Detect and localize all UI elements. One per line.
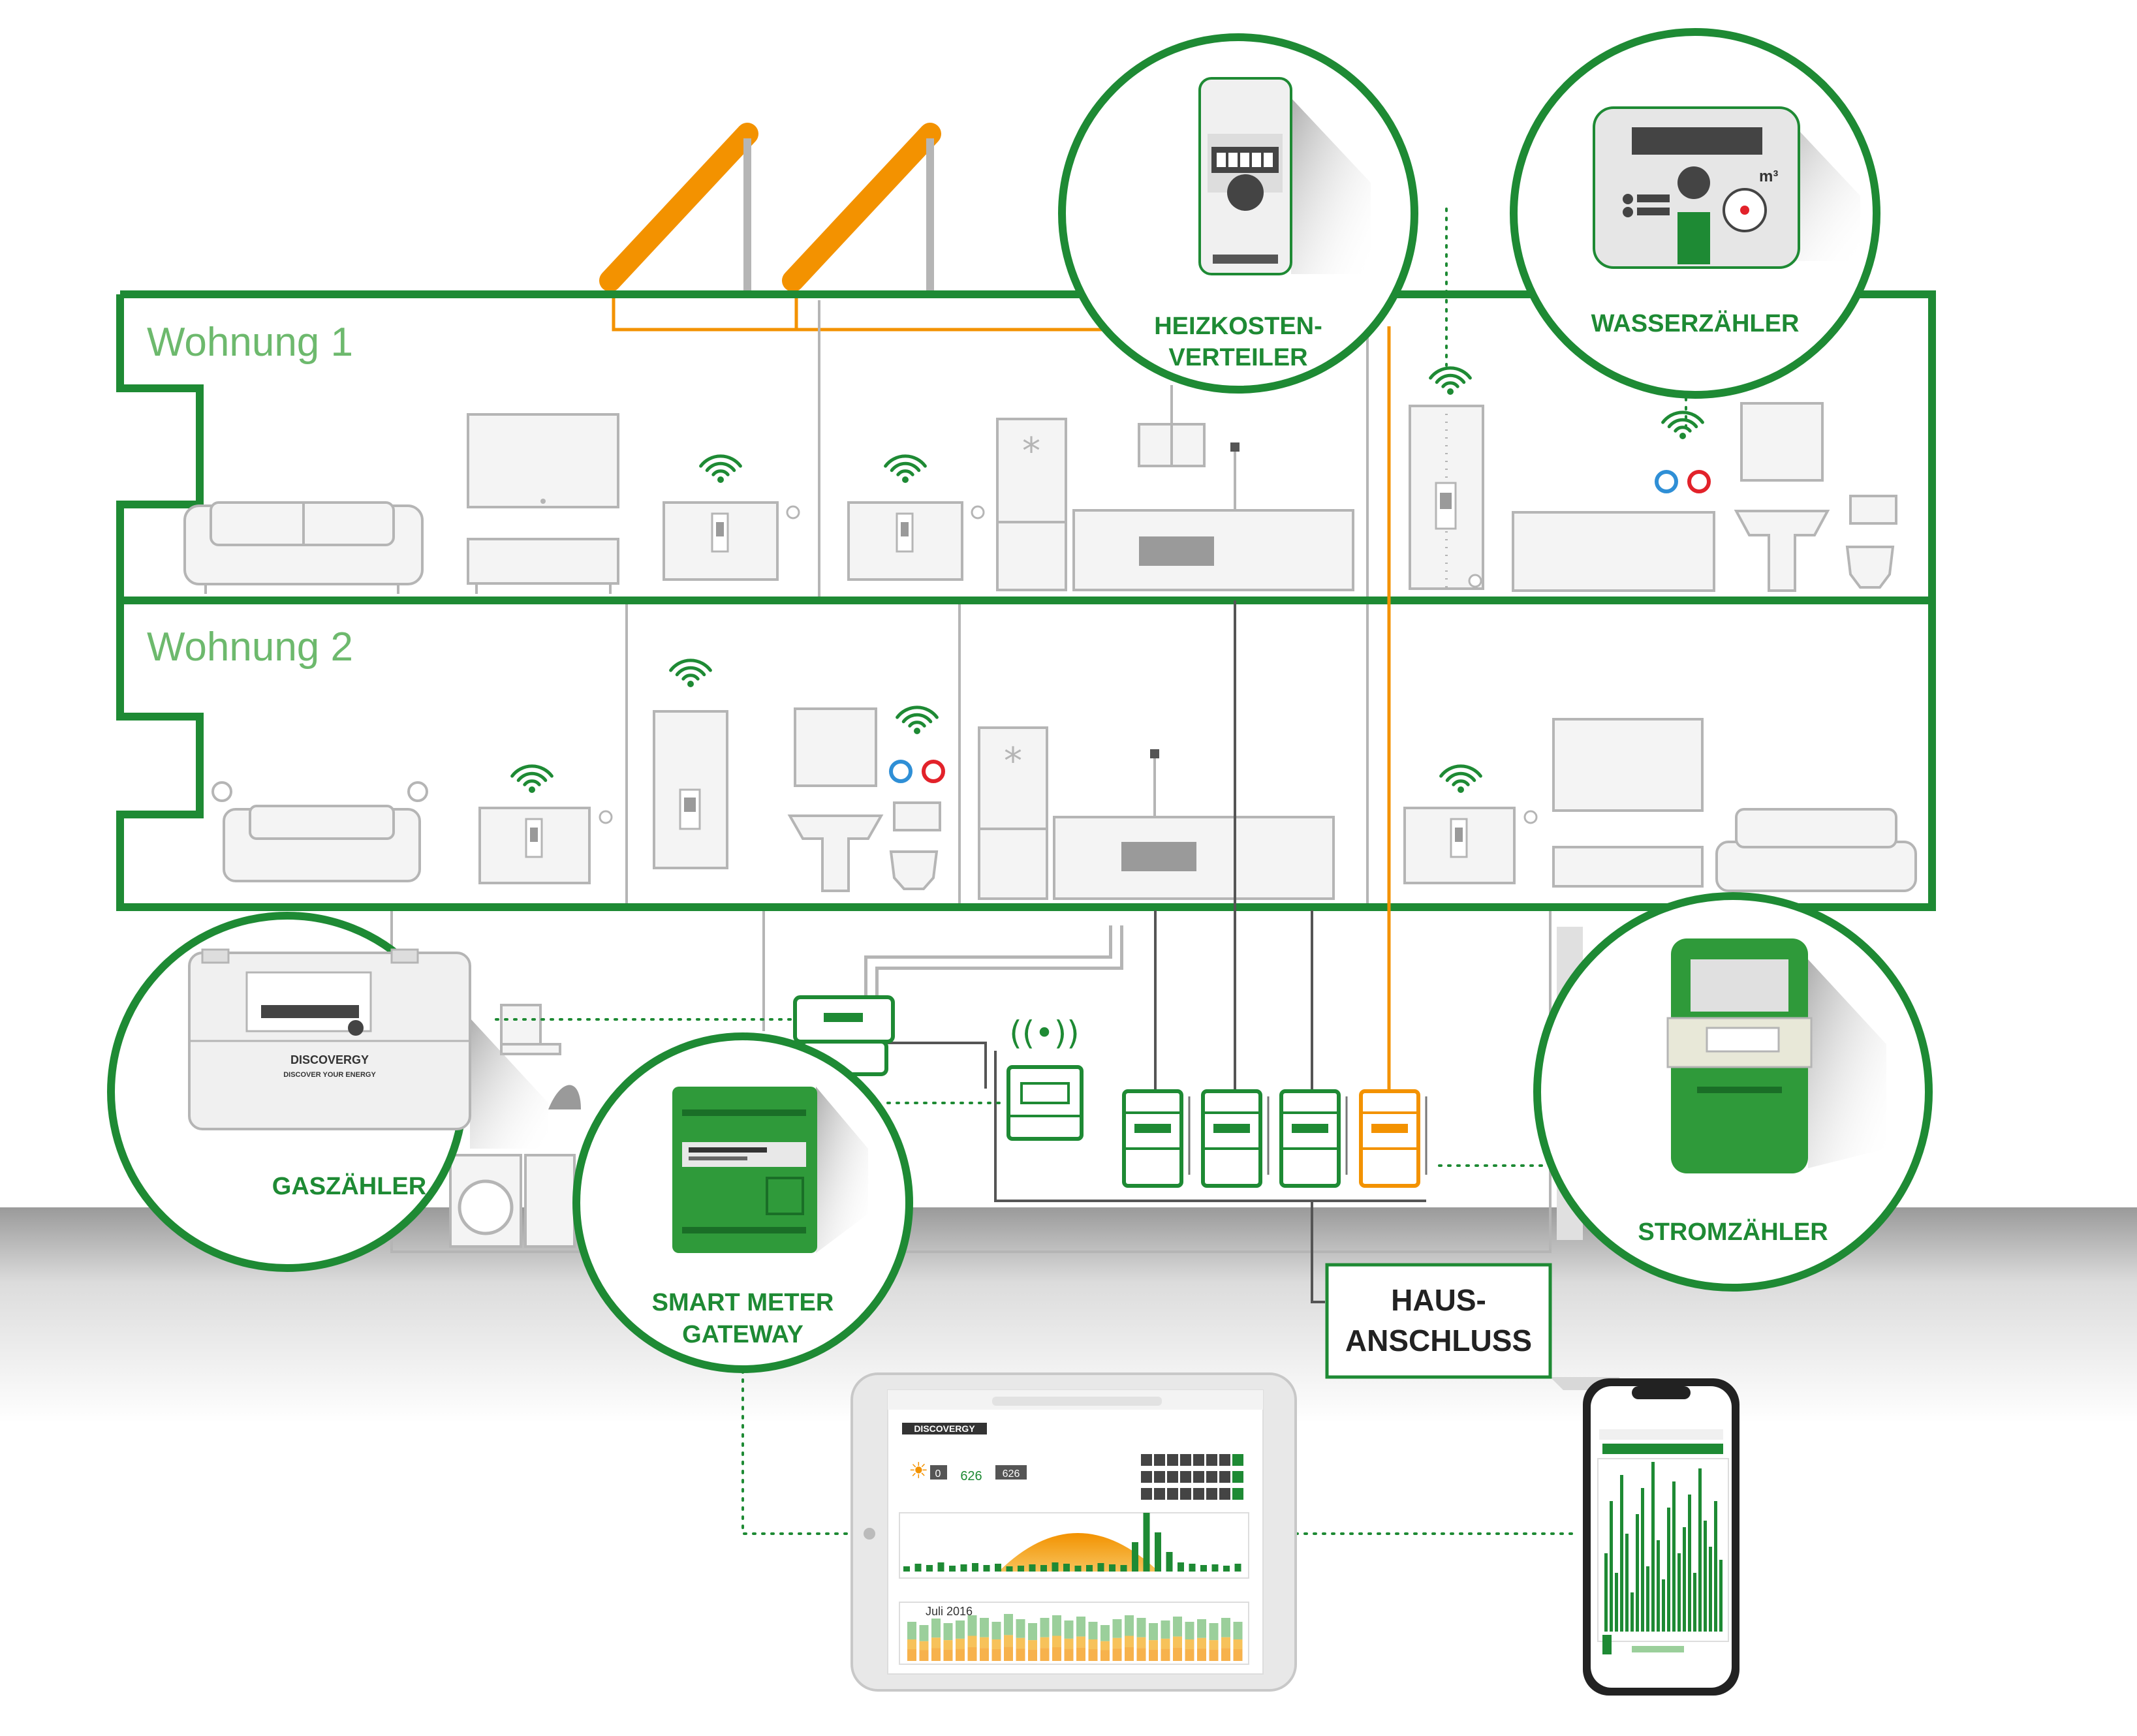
water-sensors [889, 470, 1711, 783]
wifi-icon [884, 454, 927, 483]
lower-bedroom [211, 781, 613, 884]
basement-gateway: ((•)) [1006, 1014, 1084, 1141]
electricity-meter [1122, 1089, 1191, 1188]
wifi-icons [510, 366, 1704, 793]
callout-label-heizkosten-1: HEIZKOSTEN- [1154, 313, 1322, 340]
lower-living-room [1403, 718, 1917, 892]
phone [1583, 1378, 1739, 1696]
wifi-icon [510, 764, 554, 793]
solar-panels [599, 123, 1103, 332]
callout-smart-meter-gateway: SMART METER GATEWAY [572, 1032, 913, 1373]
callout-label-gas: GASZÄHLER [272, 1172, 426, 1200]
laundry [449, 1004, 581, 1248]
tablet-brand: DISCOVERGY [914, 1423, 975, 1434]
room-dividers [625, 300, 1369, 1031]
wireless-broadcast-icon: ((•)) [1009, 1014, 1080, 1052]
tablet-value-1: 626 [960, 1469, 982, 1483]
callout-stromzaehler: STROMZÄHLER [1533, 892, 1933, 1292]
upper-bathroom [1409, 402, 1897, 592]
tablet-value-0: 0 [935, 1468, 941, 1480]
wifi-icon [896, 705, 939, 734]
house-outline [116, 290, 1936, 911]
callout-label-gateway-1: SMART METER [652, 1289, 834, 1316]
tablet-month: Juli 2016 [926, 1605, 973, 1618]
callout-label-wasser: WASSERZÄHLER [1591, 309, 1800, 337]
lower-bathroom [653, 707, 941, 892]
water-unit: m³ [1759, 168, 1778, 185]
upper-kitchen: * [847, 385, 1354, 591]
meter-wiring [864, 326, 1426, 1303]
wifi-icon [1429, 366, 1472, 395]
hausanschluss-box: HAUS- ANSCHLUSS [1325, 1263, 1632, 1390]
electricity-meter [1359, 1089, 1427, 1188]
hausanschluss-line1: HAUS- [1391, 1283, 1486, 1317]
lower-kitchen: * [978, 726, 1335, 900]
callout-wasserzaehler: m³ WASSERZÄHLER [1510, 28, 1880, 399]
tablet: DISCOVERGY ☀ 0 626 626 Juli 2016 [850, 1372, 1297, 1692]
gas-slogan: DISCOVER YOUR ENERGY [283, 1071, 376, 1079]
hausanschluss-line2: ANSCHLUSS [1345, 1324, 1532, 1357]
gas-brand: DISCOVERGY [290, 1053, 369, 1066]
wifi-icon [669, 659, 712, 687]
wifi-icon [699, 454, 742, 483]
callout-label-heizkosten-2: VERTEILER [1168, 344, 1307, 371]
electricity-meter [1279, 1089, 1348, 1188]
wifi-icon [1439, 764, 1482, 793]
callout-label-strom: STROMZÄHLER [1638, 1218, 1828, 1246]
sun-cloud-icon: ☀ [909, 1458, 928, 1484]
wifi-icon [1661, 411, 1704, 439]
callout-label-gateway-2: GATEWAY [682, 1321, 803, 1348]
dotted-connectors [495, 208, 1687, 1535]
callout-heizkostenverteiler: HEIZKOSTEN- VERTEILER [1058, 33, 1418, 394]
electricity-meters [1122, 1089, 1427, 1188]
snowflake-icon: * [1004, 740, 1022, 783]
snowflake-icon: * [1022, 430, 1040, 473]
electricity-meter [1201, 1089, 1270, 1188]
floor-label-upper: Wohnung 1 [147, 320, 353, 365]
floor-label-lower: Wohnung 2 [147, 625, 353, 670]
callout-gaszaehler: DISCOVERGY DISCOVER YOUR ENERGY GASZÄHLE… [107, 912, 548, 1272]
upper-living-room [183, 413, 800, 594]
tablet-value-2: 626 [1003, 1468, 1020, 1480]
